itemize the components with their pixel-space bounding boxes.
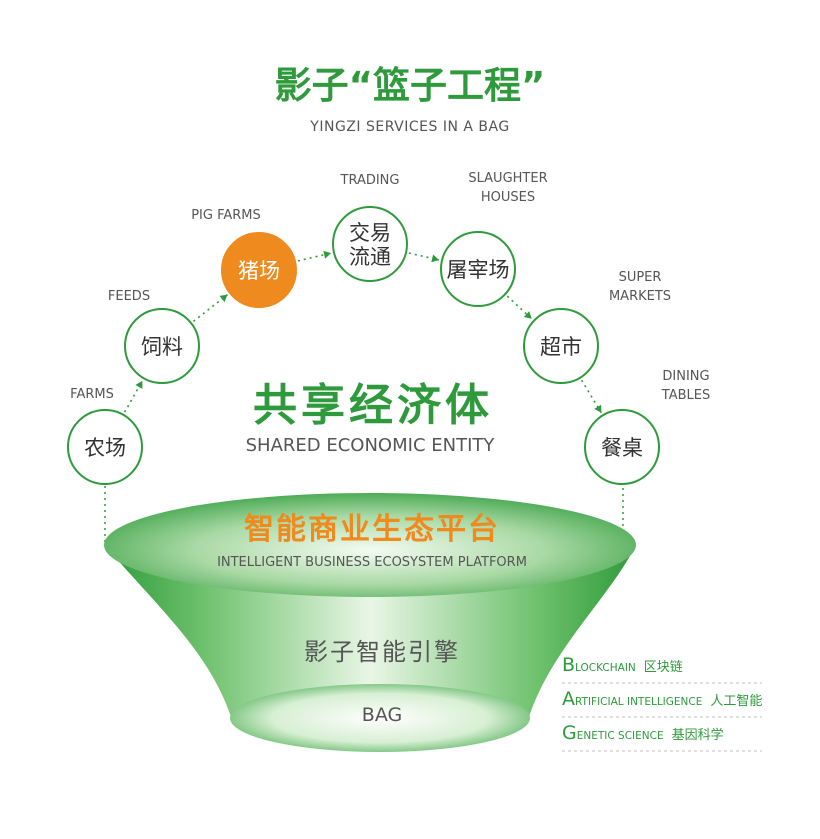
chain-arrows: [123, 250, 603, 414]
chain-node-circle: [584, 409, 660, 485]
center-title: 共享经济体: [253, 380, 493, 431]
chain-node-label: 交易: [349, 221, 391, 245]
legend-item: ARTIFICIAL INTELLIGENCE 人工智能: [562, 688, 762, 718]
legend-initial: B: [562, 654, 575, 676]
legend: BLOCKCHAIN 区块链 ARTIFICIAL INTELLIGENCE 人工智能…: [562, 654, 762, 752]
chain-node-circle: [67, 409, 143, 485]
chain-node: 猪场 PIG FARMS: [191, 208, 297, 308]
chain-node-circle-highlight: [221, 232, 297, 308]
chain-node: 饲料 FEEDS: [108, 289, 200, 384]
chain-node-circle: [124, 308, 200, 384]
chain-node-caption: MARKETS: [609, 289, 671, 304]
chain-node-caption: FARMS: [70, 387, 114, 402]
legend-cn: 基因科学: [672, 727, 724, 743]
chain-node-caption: TABLES: [661, 388, 710, 403]
platform-title: 智能商业生态平台: [244, 512, 500, 547]
chain-node-caption: HOUSES: [481, 190, 535, 205]
chain-node-label: 流通: [349, 245, 391, 269]
legend-rest: ENETIC SCIENCE: [577, 730, 664, 742]
chain-node-caption: SLAUGHTER: [468, 171, 547, 186]
legend-item-text: GENETIC SCIENCE 基因科学: [562, 722, 724, 744]
chain-arrow-head: [323, 250, 332, 259]
chain-arrow-head: [219, 294, 228, 303]
bowl-rim: [104, 493, 636, 597]
chain-node: 餐桌 DINING TABLES: [584, 369, 710, 485]
legend-item-text: BLOCKCHAIN 区块链: [562, 654, 683, 676]
legend-item: GENETIC SCIENCE 基因科学: [562, 722, 762, 752]
legend-initial: G: [562, 722, 577, 744]
chain-arrow-head: [594, 404, 602, 413]
legend-cn: 区块链: [644, 660, 683, 675]
engine-title: 影子智能引擎: [304, 638, 460, 666]
chain-node-label: 猪场: [238, 259, 280, 283]
platform-subtitle: INTELLIGENT BUSINESS ECOSYSTEM PLATFORM: [217, 555, 527, 570]
chain-node-caption: DINING: [662, 369, 709, 384]
chain-node-caption: TRADING: [340, 173, 400, 188]
header-title: 影子“篮子工程”: [275, 64, 546, 107]
chain-node-caption: SUPER: [619, 270, 662, 285]
chain-node-label: 餐桌: [601, 436, 643, 460]
bowl-base: [230, 684, 530, 752]
center-subtitle: SHARED ECONOMIC ENTITY: [246, 435, 496, 456]
chain-arrow-line: [192, 294, 229, 322]
chain-node-label: 屠宰场: [447, 258, 510, 282]
legend-item: BLOCKCHAIN 区块链: [562, 654, 762, 684]
chain-node-label: 超市: [540, 335, 582, 359]
chain-node-label: 饲料: [141, 335, 183, 359]
bag-label: BAG: [362, 704, 402, 726]
legend-cn: 人工智能: [710, 694, 762, 709]
chain-node-circle: [440, 231, 516, 307]
chain-arrow-head: [135, 380, 143, 389]
chain-node-caption: PIG FARMS: [191, 208, 261, 223]
chain-node-label: 农场: [84, 436, 126, 460]
header-subtitle: YINGZI SERVICES IN A BAG: [309, 119, 509, 135]
chain-node-caption: FEEDS: [108, 289, 150, 304]
chain-node-circle: [523, 308, 599, 384]
chain-node: 屠宰场 SLAUGHTER HOUSES: [440, 171, 548, 307]
chain-arrow-head: [523, 311, 532, 319]
chain-node-circle: [332, 206, 408, 282]
legend-item-text: ARTIFICIAL INTELLIGENCE 人工智能: [562, 688, 762, 710]
legend-rest: LOCKCHAIN: [575, 662, 636, 674]
legend-rest: RTIFICIAL INTELLIGENCE: [575, 696, 702, 708]
chain-node: 超市 SUPER MARKETS: [523, 270, 671, 384]
chain-arrow-head: [431, 254, 440, 263]
legend-initial: A: [562, 688, 575, 710]
chain-node: 农场 FARMS: [67, 387, 143, 485]
